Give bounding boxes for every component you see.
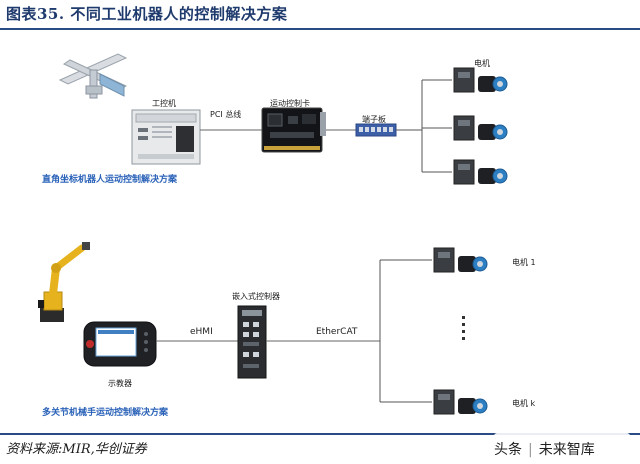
figure-title: 图表35. 不同工业机器人的控制解决方案 [6,5,288,23]
watermark-separator: | [528,442,533,458]
watermark-left: 头条 [494,442,522,458]
source-note: 资料来源:MIR,华创证券 [6,442,147,457]
motor-1-label: 电机 1 [512,258,536,267]
teach-pendant-icon [83,321,157,367]
ellipsis-dots-icon [462,316,465,340]
bottom-fanout-lines [379,259,432,403]
embedded-controller-label: 嵌入式控制器 [232,292,280,301]
motion-control-card-icon [261,107,326,153]
terminal-board-label: 端子板 [362,115,386,124]
footer-divider [0,433,640,435]
top-motor-1-icon [453,67,508,93]
ehmi-label: eHMI [190,327,213,337]
top-scheme-caption: 直角坐标机器人运动控制解决方案 [42,175,178,185]
industrial-pc-icon [131,109,201,165]
pci-bus-label: PCI 总线 [210,110,242,119]
gantry-robot-icon [58,53,128,99]
terminal-board-icon [355,123,397,137]
embedded-controller-icon [237,305,267,379]
bottom-motor-1-icon [433,247,488,273]
motion-card-label: 运动控制卡 [270,99,310,108]
header-divider [0,28,640,30]
watermark-right: 未来智库 [538,442,595,458]
bottom-scheme-caption: 多关节机械手运动控制解决方案 [42,408,169,418]
motor-label: 电机 [474,59,490,68]
ipc-label: 工控机 [152,99,176,108]
motor-k-label: 电机 k [512,399,536,408]
top-motor-2-icon [453,115,508,141]
watermark: 头条 | 未来智库 [494,433,630,461]
articulated-robot-arm-icon [38,242,90,322]
bottom-motor-k-icon [433,389,488,415]
top-fanout-lines [396,79,452,173]
top-motor-3-icon [453,159,508,185]
teach-pendant-label: 示教器 [108,379,132,388]
ethercat-label: EtherCAT [316,327,358,337]
